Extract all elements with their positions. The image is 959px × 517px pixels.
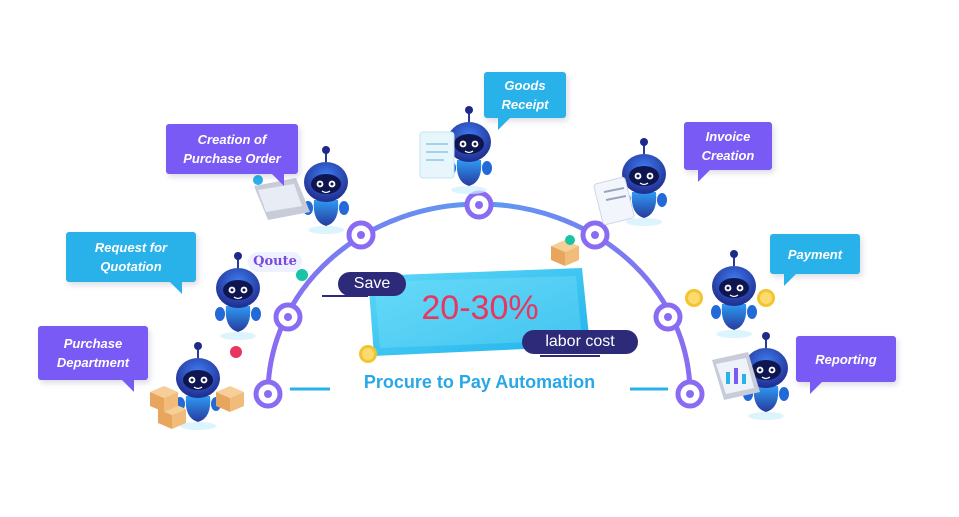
step-bubble-goods-receipt: Goods Receipt bbox=[484, 72, 566, 130]
floating-box-icon bbox=[551, 235, 579, 266]
quote-tag-icon bbox=[248, 252, 308, 281]
savings-percentage: 20-30% bbox=[421, 289, 539, 327]
diagram-title-text: Procure to Pay Automation bbox=[363, 372, 596, 392]
save-pill: Save bbox=[338, 272, 406, 296]
step-label: Invoice Creation bbox=[701, 129, 755, 163]
qoute-tag-label: Qoute bbox=[253, 254, 297, 269]
coin-left-icon bbox=[685, 289, 703, 307]
step-label: Goods Receipt bbox=[501, 78, 549, 112]
arc-node-2 bbox=[276, 305, 300, 329]
step-bubble-purchase-department: Purchase Department bbox=[38, 326, 148, 392]
step-bubble-reporting: Reporting bbox=[796, 336, 896, 394]
robot-creation-of-purchase-order bbox=[302, 145, 350, 235]
invoice-sheet-icon bbox=[593, 176, 635, 226]
step-bubble-invoice-creation: Invoice Creation bbox=[684, 122, 772, 182]
arc-node-6 bbox=[656, 305, 680, 329]
step-bubble-request-for-quotation: Request for Quotation bbox=[66, 232, 196, 294]
step-label: Request for Quotation bbox=[94, 240, 168, 274]
alert-badge-icon bbox=[230, 346, 242, 358]
report-laptop-icon bbox=[712, 352, 760, 400]
arc-node-5 bbox=[583, 223, 607, 247]
laptop-icon bbox=[253, 175, 310, 220]
coin-right-icon bbox=[757, 289, 775, 307]
step-bubble-creation-of-purchase-order: Creation of Purchase Order bbox=[166, 124, 298, 186]
labor-cost-pill: labor cost bbox=[522, 330, 638, 354]
step-label: Reporting bbox=[815, 351, 877, 367]
arc-node-3 bbox=[349, 223, 373, 247]
step-bubble-payment: Payment bbox=[770, 234, 860, 286]
receipt-document-icon bbox=[419, 131, 455, 179]
step-label: Creation of Purchase Order bbox=[183, 132, 281, 166]
arc-node-4 bbox=[467, 193, 491, 217]
floating-coin-icon bbox=[359, 345, 377, 363]
diagram-title: Procure to Pay Automation bbox=[0, 372, 959, 393]
step-label: Purchase Department bbox=[56, 336, 130, 370]
robot-payment bbox=[710, 249, 758, 339]
step-label: Payment bbox=[787, 246, 843, 262]
